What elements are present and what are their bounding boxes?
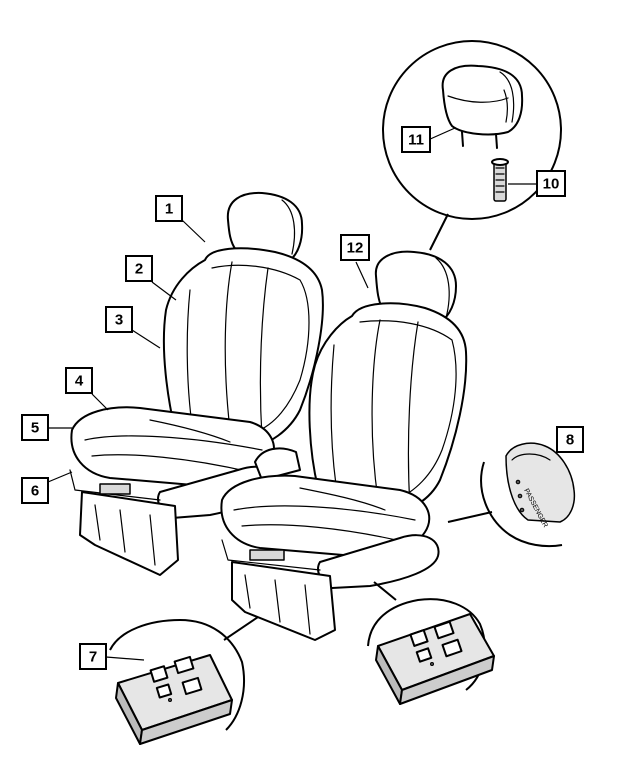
callout-5-label: 5 xyxy=(31,420,39,437)
callout-5: 5 xyxy=(21,414,49,441)
headrest-guide xyxy=(491,158,509,202)
callout-12-label: 12 xyxy=(347,240,364,257)
callout-4: 4 xyxy=(65,367,93,394)
seat-switch-detail-right xyxy=(367,581,495,705)
callout-6-label: 6 xyxy=(31,483,39,500)
callout-3-label: 3 xyxy=(115,312,123,329)
callout-2-label: 2 xyxy=(135,261,143,278)
callout-11-label: 11 xyxy=(408,132,424,149)
callout-8: 8 xyxy=(556,426,584,453)
headrest-detail xyxy=(382,40,562,251)
callout-7: 7 xyxy=(79,643,107,670)
callout-12: 12 xyxy=(340,234,370,261)
callout-1: 1 xyxy=(155,195,183,222)
right-seat xyxy=(220,250,468,641)
callout-4-label: 4 xyxy=(75,373,84,390)
callout-7-label: 7 xyxy=(89,649,97,666)
callout-8-label: 8 xyxy=(566,432,574,449)
airbag-detail: PASSENGER xyxy=(447,442,576,548)
callout-10: 10 xyxy=(536,170,566,197)
callout-2: 2 xyxy=(125,255,153,282)
callout-11: 11 xyxy=(401,126,431,153)
leader-lines xyxy=(47,127,537,661)
seat-switch-detail-left xyxy=(109,616,259,745)
callout-1-label: 1 xyxy=(165,201,173,218)
left-seat xyxy=(69,191,324,576)
callout-10-label: 10 xyxy=(543,176,560,193)
callout-3: 3 xyxy=(105,306,133,333)
callout-6: 6 xyxy=(21,477,49,504)
